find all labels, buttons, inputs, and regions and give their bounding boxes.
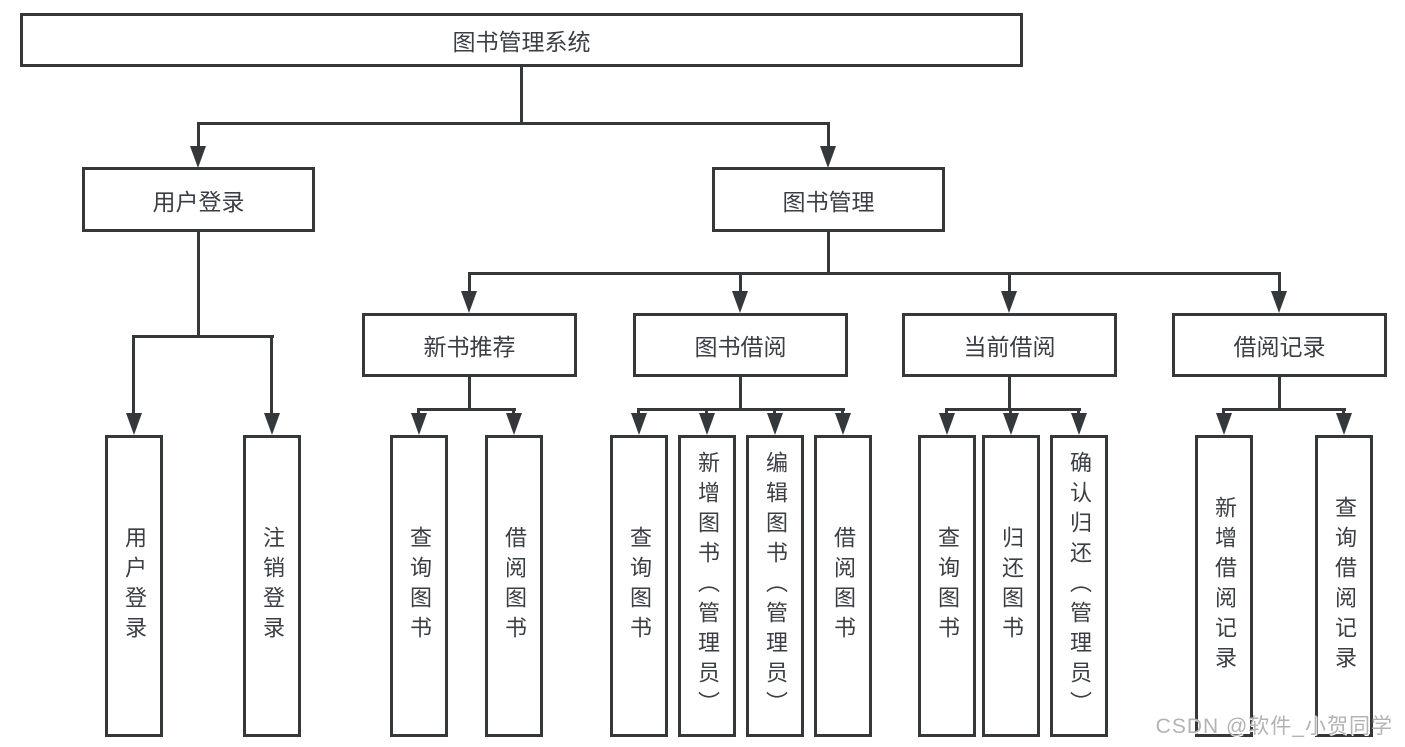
connector-l3-stub [1008,272,1011,291]
connector-leaf-stub [773,408,776,415]
connector-leaf-stub [1222,408,1225,415]
arrow-down-icon [411,413,427,435]
leaf-label: 查询图书 [627,526,652,646]
connector-userlogin-hbar [132,335,274,338]
leaf-label: 注销登录 [260,526,285,646]
leaf-borrow-books-recommend: 借阅图书 [485,435,543,737]
arrow-down-icon [126,413,142,435]
connector-section-hbar [1222,408,1346,411]
leaf-add-book-admin: 新增图书（管理员） [678,435,736,737]
connector-root-stem [520,67,523,122]
leaf-label: 确认归还（管理员） [1067,451,1092,721]
connector-section-stem [468,377,471,408]
connector-leaf-stub [705,408,708,415]
leaf-label: 新增借阅记录 [1212,496,1237,676]
arrow-down-icon [1003,413,1019,435]
leaf-label: 查询借阅记录 [1332,496,1357,676]
leaf-label: 查询图书 [407,526,432,646]
connector-leaf-stub [512,408,515,415]
leaf-label: 借阅图书 [831,526,856,646]
connector-section-hbar [637,408,845,411]
leaf-label: 新增图书（管理员） [695,451,720,721]
connector-leaf-stub [1009,408,1012,415]
connector-section-hbar [417,408,516,411]
leaf-logout: 注销登录 [243,435,301,737]
node-label: 图书管理 [782,188,875,215]
connector-bookmgmt-stub [827,122,830,146]
node-root-label: 图书管理系统 [452,29,591,55]
node-book-management: 图书管理 [712,167,945,232]
arrow-down-icon [264,413,280,435]
leaf-query-books-borrow: 查询图书 [610,435,668,737]
leaf-query-books-recommend: 查询图书 [390,435,448,737]
connector-userlogin-stub [197,122,200,146]
arrow-down-icon [939,413,955,435]
arrow-down-icon [631,413,647,435]
leaf-user-login: 用户登录 [105,435,163,737]
leaf-query-books-current: 查询图书 [918,435,976,737]
arrow-down-icon [1001,291,1017,313]
connector-leaf-stub [841,408,844,415]
leaf-edit-book-admin: 编辑图书（管理员） [746,435,804,737]
node-root: 图书管理系统 [20,13,1023,67]
connector-section-stem [1278,377,1281,408]
connector-l3-hbar [468,272,1281,275]
connector-section-stem [1008,377,1011,408]
arrow-down-icon [190,146,206,168]
arrow-down-icon [461,291,477,313]
leaf-label: 用户登录 [122,526,147,646]
connector-leaf-stub [945,408,948,415]
arrow-down-icon [835,413,851,435]
leaf-label: 查询图书 [935,526,960,646]
leaf-label: 借阅图书 [502,526,527,646]
node-new-book-recommend: 新书推荐 [362,313,577,377]
arrow-down-icon [1336,413,1352,435]
leaf-confirm-return-admin: 确认归还（管理员） [1050,435,1108,737]
connector-leaf-stub [1077,408,1080,415]
leaf-query-borrow-record: 查询借阅记录 [1315,435,1373,737]
node-borrow-records: 借阅记录 [1172,313,1387,377]
arrow-down-icon [506,413,522,435]
leaf-borrow-books: 借阅图书 [814,435,872,737]
arrow-down-icon [767,413,783,435]
connector-section-stem [739,377,742,408]
node-label: 借阅记录 [1233,334,1326,360]
connector-leaf-stub [1342,408,1345,415]
leaf-add-borrow-record: 新增借阅记录 [1195,435,1253,737]
connector-userlogin-stem [197,232,200,335]
node-user-login: 用户登录 [82,167,315,232]
arrow-down-icon [699,413,715,435]
leaf-label: 编辑图书（管理员） [763,451,788,721]
connector-l3-stub [468,272,471,291]
node-book-borrow: 图书借阅 [633,313,848,377]
connector-bookmgmt-stem [827,232,830,272]
arrow-down-icon [1271,291,1287,313]
connector-leaf-stub [132,335,135,413]
node-current-borrow: 当前借阅 [902,313,1117,377]
node-label: 用户登录 [152,188,245,215]
node-label: 图书借阅 [694,334,787,360]
connector-leaf-stub [417,408,420,415]
connector-section-hbar [945,408,1081,411]
connector-l3-stub [1278,272,1281,291]
arrow-down-icon [1071,413,1087,435]
arrow-down-icon [732,291,748,313]
connector-leaf-stub [270,335,273,413]
arrow-down-icon [820,146,836,168]
leaf-return-book: 归还图书 [982,435,1040,737]
leaf-label: 归还图书 [999,526,1024,646]
connector-l3-stub [739,272,742,291]
watermark: CSDN @软件_小贺同学 [1155,715,1393,738]
node-label: 当前借阅 [963,334,1056,360]
connector-leaf-stub [637,408,640,415]
arrow-down-icon [1216,413,1232,435]
node-label: 新书推荐 [423,334,516,360]
connector-root-hbar [197,122,830,125]
